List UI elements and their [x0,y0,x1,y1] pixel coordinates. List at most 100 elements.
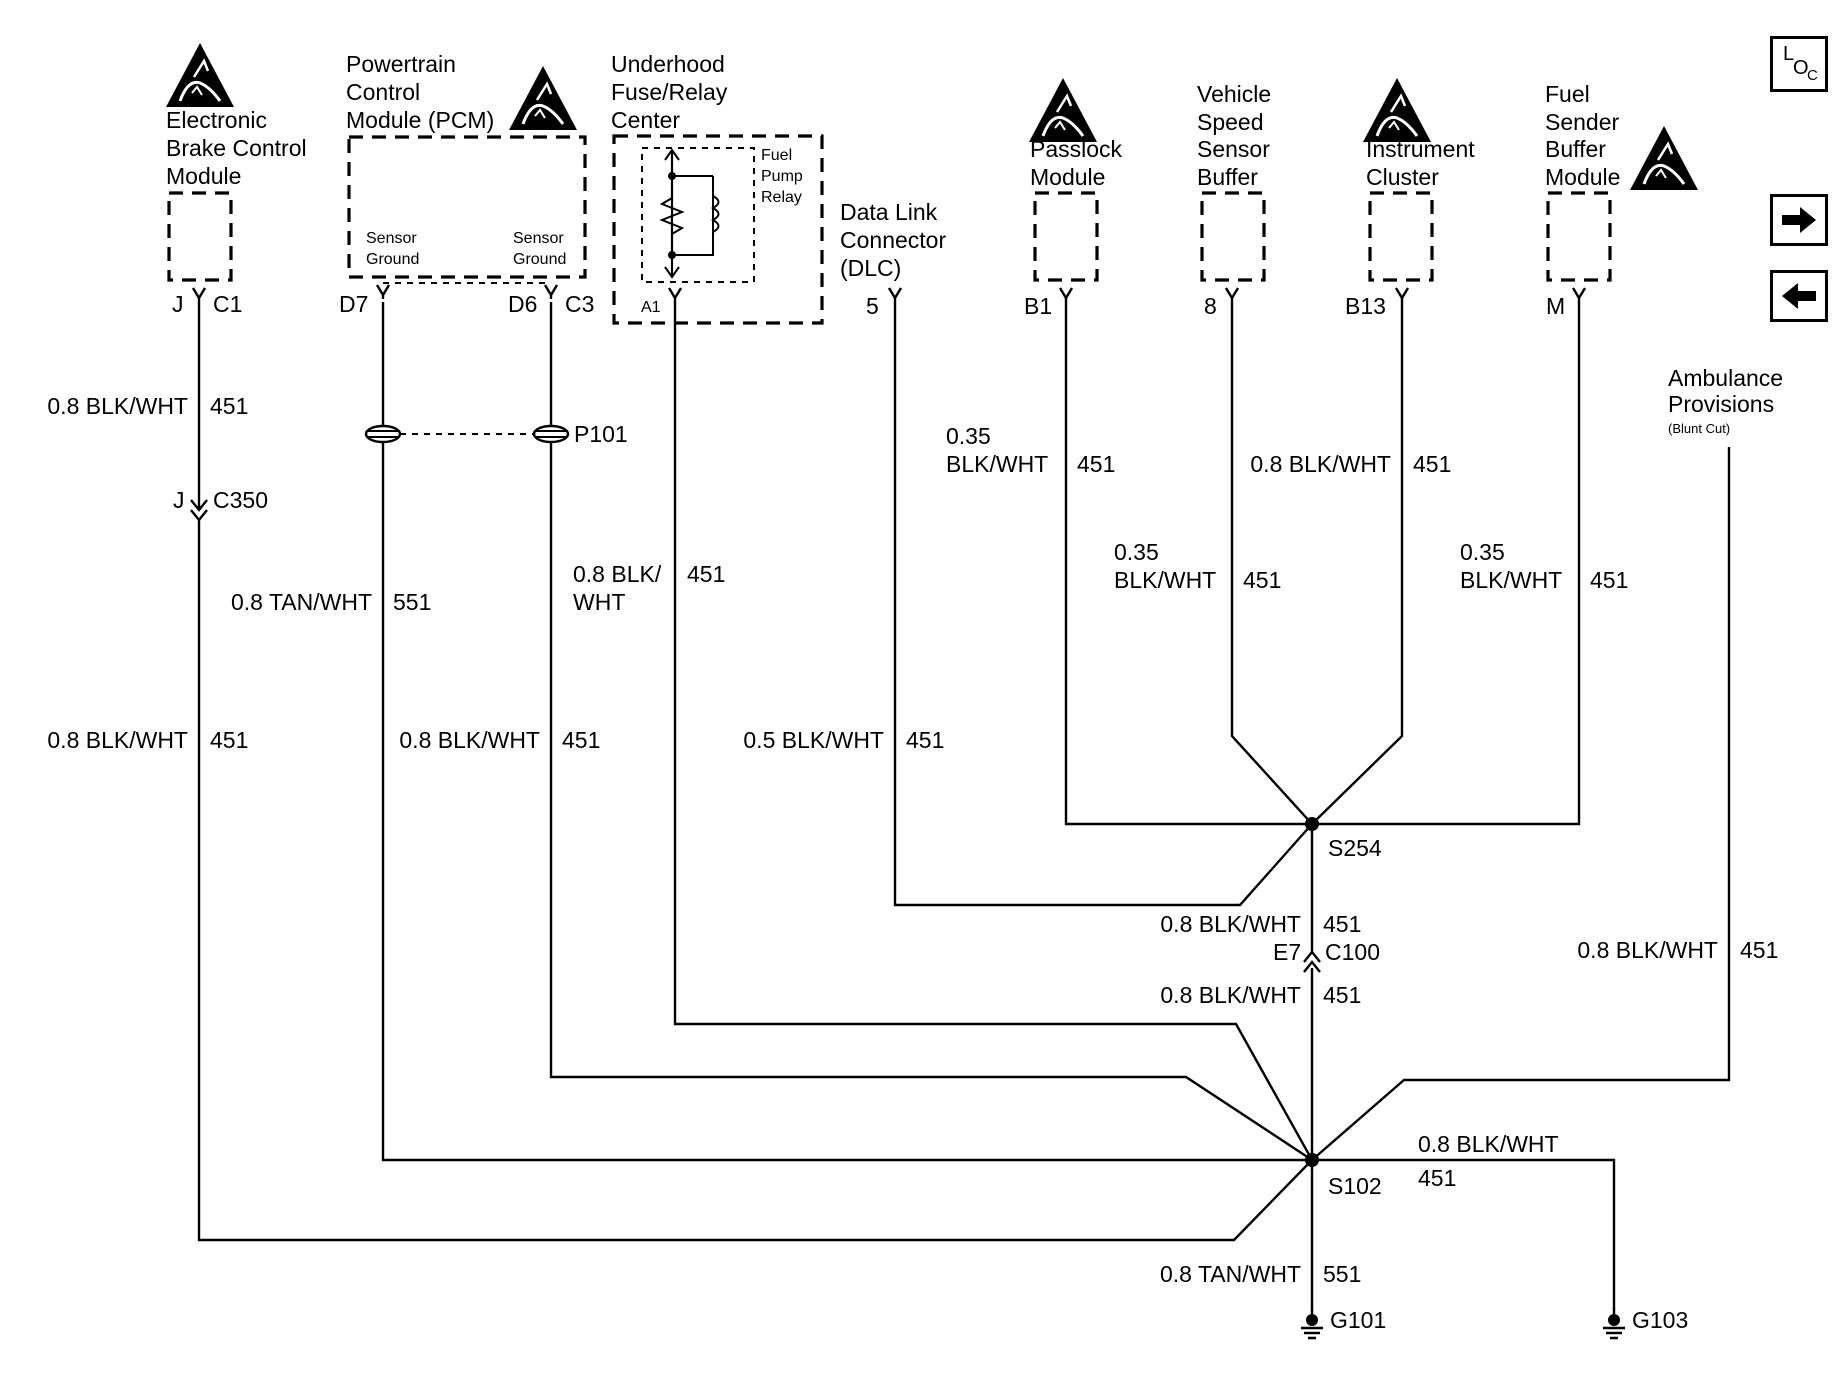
vss-buffer-component: Vehicle Speed Sensor Buffer 8 [1197,81,1271,319]
pcm-sensor-ground-right-2: Ground [513,251,566,268]
c100-connector: E7 C100 [1273,939,1380,973]
dlc-pin: 5 [866,293,879,319]
w-ebcm-bottom-gauge: 0.8 BLK/WHT [47,727,188,753]
fuel-pump-relay-label-1: Fuel [761,147,792,164]
ebcm-component: Electronic Brake Control Module J C1 [164,41,307,317]
w-pcm-d7-circuit: 551 [393,589,431,615]
ebcm-label-3: Module [166,163,241,189]
ic-label-1: Instrument [1366,136,1475,162]
vss-label-3: Sensor [1197,136,1270,162]
ebcm-connector-fork [191,286,207,304]
pcm-connector-c3: C3 [565,291,594,317]
wire-passlock [1064,302,1312,826]
pcm-label-2: Control [346,79,420,105]
ambulance-label-3: (Blunt Cut) [1668,421,1730,436]
previous-page-button[interactable] [1770,270,1828,322]
fuse-center-label-3: Center [611,107,680,133]
vss-fork [1224,286,1240,304]
dlc-label-3: (DLC) [840,255,901,281]
ground-icon [1601,1306,1627,1340]
w-fuel-gauge-1: 0.35 [1460,539,1505,565]
splice-s102-dot [1305,1153,1319,1167]
wire-relay-a1 [673,302,1314,1161]
arrow-right-icon [1782,207,1816,233]
vss-pin: 8 [1204,293,1217,319]
ic-pin: B13 [1345,293,1386,319]
wire-dlc [893,302,1313,907]
passlock-label-1: Passlock [1030,136,1123,162]
ebcm-pin: J [172,291,184,317]
wire-ambulance [1311,447,1731,1161]
esd-warning-icon [164,41,236,109]
vss-label-1: Vehicle [1197,81,1271,107]
fuse-center-label-1: Underhood [611,51,725,77]
fuel-sender-label-1: Fuel [1545,81,1590,107]
wire-fuel-sender [1312,302,1581,826]
c100-pin: E7 [1273,939,1301,965]
w-vss-gauge-1: 0.35 [1114,539,1159,565]
fuel-pump-relay-label-3: Relay [761,189,802,206]
c350-connector: J C350 [173,487,268,522]
loc-letter-l: L [1783,43,1795,65]
passlock-component: Passlock Module B1 [1024,76,1123,319]
next-page-button[interactable] [1770,194,1828,246]
vss-label-4: Buffer [1197,164,1258,190]
w-g101-circuit: 551 [1323,1261,1361,1287]
splice-s102-label: S102 [1328,1173,1382,1199]
pcm-sensor-ground-right-1: Sensor [513,230,564,247]
pcm-pin-d6: D6 [508,291,537,317]
vss-box [1200,191,1266,282]
w-pcm-d7-gauge: 0.8 TAN/WHT [231,589,372,615]
w-ebcm-top-circuit: 451 [210,393,248,419]
wire-pcm-d7 [381,302,1312,1162]
wire-pcm-d6 [549,302,1313,1162]
component-locator-button[interactable]: L O C [1770,36,1828,92]
ambulance-label-2: Provisions [1668,391,1774,417]
relay-node-top [668,172,676,180]
passlock-box [1033,191,1099,282]
pcm-d7-fork [375,283,391,301]
w-pcm-d6-gauge: 0.8 BLK/WHT [399,727,540,753]
w-s254-c100-gauge: 0.8 BLK/WHT [1160,911,1301,937]
w-vss-gauge-2: BLK/WHT [1114,567,1216,593]
ic-label-2: Cluster [1366,164,1439,190]
ground-g103-label: G103 [1632,1307,1688,1333]
w-passlock-circuit: 451 [1077,451,1115,477]
fuel-sender-box [1546,191,1612,282]
w-c100-s102-circuit: 451 [1323,982,1361,1008]
relay-pin-a1: A1 [641,299,661,316]
w-ic-circuit: 451 [1413,451,1451,477]
dlc-label-1: Data Link [840,199,938,225]
passlock-label-2: Module [1030,164,1105,190]
wire-g103 [1312,1158,1616,1310]
fuel-sender-label-2: Sender [1545,109,1620,135]
w-passlock-gauge-1: 0.35 [946,423,991,449]
w-relay-gauge-1: 0.8 BLK/ [573,561,662,587]
pcm-label-1: Powertrain [346,51,456,77]
splice-s254-label: S254 [1328,835,1382,861]
pcm-box [347,135,587,279]
loc-letter-c: C [1807,67,1818,84]
w-ambulance-gauge: 0.8 BLK/WHT [1577,937,1718,963]
dlc-component: Data Link Connector (DLC) 5 [840,199,946,319]
ic-box [1368,191,1434,282]
arrow-left-icon [1782,283,1816,309]
fuse-center-label-2: Fuse/Relay [611,79,728,105]
esd-warning-icon [1628,124,1700,192]
splice-s254-dot [1305,817,1319,831]
instrument-cluster-component: Instrument Cluster B13 [1345,76,1475,319]
relay-coil [710,195,720,233]
relay-a1-fork [667,286,683,304]
relay-resistor [659,197,685,235]
w-s254-c100-circuit: 451 [1323,911,1361,937]
esd-warning-icon [1027,76,1099,144]
ebcm-label-1: Electronic [166,107,267,133]
relay-coil-frame [672,175,714,256]
dlc-label-2: Connector [840,227,946,253]
ebcm-connector: C1 [213,291,242,317]
fuel-sender-fork [1571,286,1587,304]
ground-icon [1299,1306,1325,1340]
vss-label-2: Speed [1197,109,1264,135]
w-passlock-gauge-2: BLK/WHT [946,451,1048,477]
